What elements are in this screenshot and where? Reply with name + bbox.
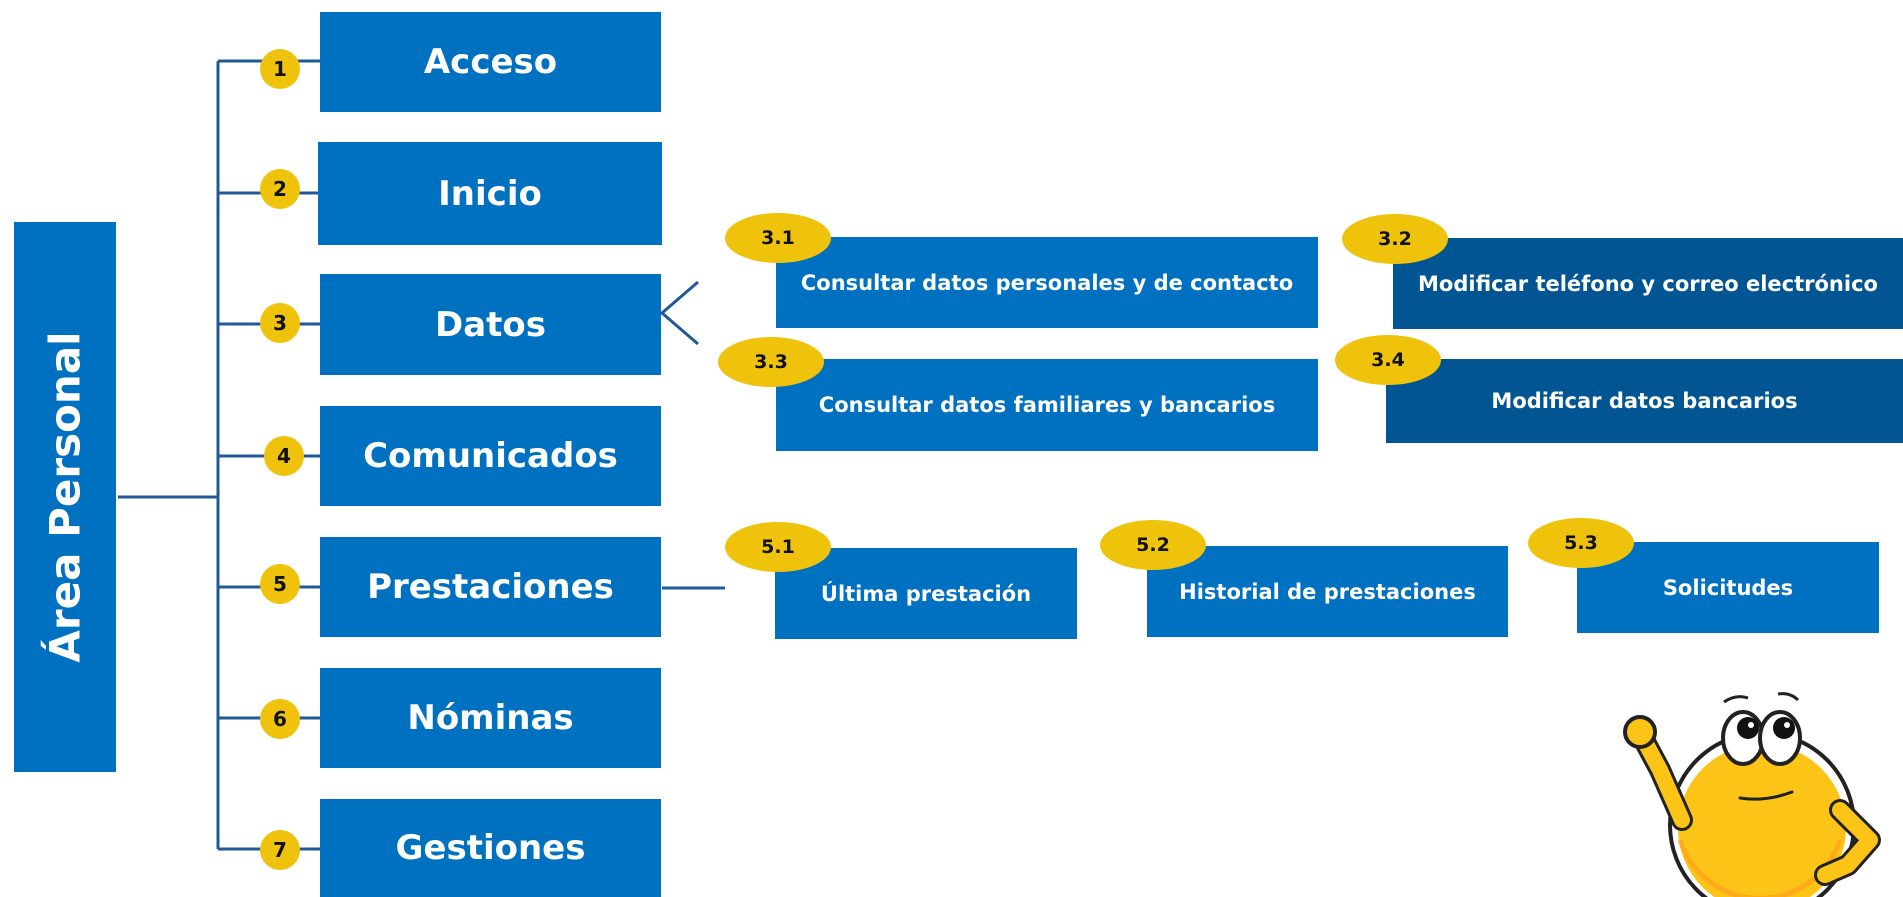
section-number-badge: 5 — [260, 564, 300, 604]
section-number-badge: 7 — [260, 830, 300, 870]
subsection-number-badge: 3.2 — [1342, 214, 1448, 264]
subsection-number-badge: 3.3 — [718, 337, 824, 387]
section-number-badge: 4 — [264, 436, 304, 476]
subsection-number-badge: 5.3 — [1528, 518, 1634, 568]
subsection-5-2: Historial de prestaciones — [1147, 546, 1508, 637]
section-number-badge: 1 — [260, 49, 300, 89]
section-acceso: Acceso — [320, 12, 661, 112]
section-nominas: Nóminas — [320, 668, 661, 768]
section-prestaciones: Prestaciones — [320, 537, 661, 637]
subsection-3-3: Consultar datos familiares y bancarios — [776, 359, 1318, 451]
section-datos: Datos — [320, 274, 661, 375]
subsection-number-badge: 5.1 — [725, 522, 831, 572]
thinking-smiley-icon — [1623, 692, 1881, 897]
subsection-5-3: Solicitudes — [1577, 542, 1879, 633]
section-number-badge: 2 — [260, 169, 300, 209]
subsection-5-1: Última prestación — [775, 548, 1077, 639]
subsection-number-badge: 3.4 — [1335, 335, 1441, 385]
section-number-badge: 6 — [260, 699, 300, 739]
subsection-3-1: Consultar datos personales y de contacto — [776, 237, 1318, 328]
subsection-3-4: Modificar datos bancarios — [1386, 359, 1903, 443]
section-number-badge: 3 — [260, 303, 300, 343]
section-inicio: Inicio — [318, 142, 662, 245]
section-comunicados: Comunicados — [320, 406, 661, 506]
subsection-3-2: Modificar teléfono y correo electrónico — [1393, 238, 1903, 329]
root-node: Área Personal — [14, 222, 116, 772]
section-gestiones: Gestiones — [320, 799, 661, 897]
subsection-number-badge: 5.2 — [1100, 520, 1206, 570]
root-label: Área Personal — [40, 331, 90, 663]
subsection-number-badge: 3.1 — [725, 213, 831, 263]
